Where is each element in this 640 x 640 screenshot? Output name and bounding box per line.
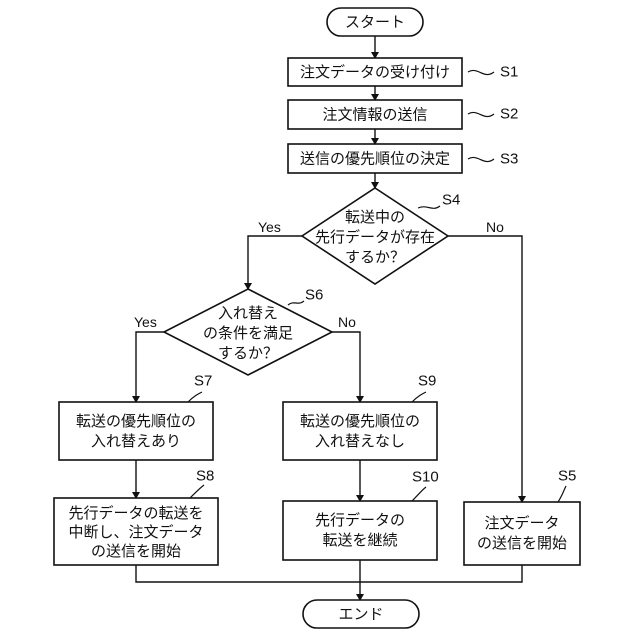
s10-leader xyxy=(412,487,426,501)
s8-line-3: の送信を開始 xyxy=(91,542,181,560)
s4-leader xyxy=(418,206,440,208)
s6-yes-label: Yes xyxy=(134,314,157,330)
s2-leader xyxy=(468,112,494,116)
arrow-s6-yes-s7 xyxy=(136,332,164,402)
s4-yes-label: Yes xyxy=(258,219,281,235)
s7-line-2: 入れ替えあり xyxy=(91,432,181,450)
s7-code: S7 xyxy=(194,373,212,390)
s9-line-1: 転送の優先順位の xyxy=(300,412,420,430)
s8-leader xyxy=(190,485,204,498)
s6-no-label: No xyxy=(338,314,356,330)
s6-leader xyxy=(288,301,304,305)
s8-line-2: 中断し、注文データ xyxy=(68,523,203,541)
s2-label: 注文情報の送信 xyxy=(322,106,427,124)
s1-label: 注文データの受け付け xyxy=(300,63,450,81)
merge-line-s8 xyxy=(136,565,360,582)
s7-box xyxy=(59,402,213,460)
arrow-s6-no-s9 xyxy=(332,332,360,402)
s4-no-label: No xyxy=(486,219,504,235)
s8-code: S8 xyxy=(196,468,214,485)
s3-leader xyxy=(468,157,494,161)
s8-line-1: 先行データの転送を xyxy=(68,504,203,522)
s2-code: S2 xyxy=(500,106,518,123)
s5-line-1: 注文データ xyxy=(484,514,559,532)
s6-line-1: 入れ替え xyxy=(218,304,278,322)
s1-leader xyxy=(468,70,494,74)
s6-line-2: の条件を満足 xyxy=(203,324,293,342)
s5-leader xyxy=(558,486,566,502)
s9-code: S9 xyxy=(418,373,436,390)
s3-label: 送信の優先順位の決定 xyxy=(300,150,450,168)
end-label: エンド xyxy=(338,605,383,623)
s7-leader xyxy=(188,392,202,402)
s4-line-1: 転送中の xyxy=(345,208,405,226)
arrow-s4-yes-s6 xyxy=(248,236,302,289)
s4-line-2: 先行データが存在 xyxy=(315,228,435,246)
s9-line-2: 入れ替えなし xyxy=(315,432,405,450)
s5-code: S5 xyxy=(558,468,576,485)
s6-line-3: するか？ xyxy=(218,344,278,362)
merge-line-s5 xyxy=(360,565,522,582)
s5-line-2: の送信を開始 xyxy=(477,534,567,552)
s10-line-2: 転送を継続 xyxy=(322,531,397,549)
s6-code: S6 xyxy=(305,287,323,304)
arrow-s4-no-s5 xyxy=(448,236,522,502)
s10-line-1: 先行データの xyxy=(315,511,405,529)
start-label: スタート xyxy=(345,13,405,31)
s3-code: S3 xyxy=(500,151,518,168)
s4-line-3: するか？ xyxy=(345,248,405,266)
s10-code: S10 xyxy=(412,469,439,486)
s7-line-1: 転送の優先順位の xyxy=(76,412,196,430)
s4-code: S4 xyxy=(442,192,460,209)
s9-leader xyxy=(412,392,426,402)
s1-code: S1 xyxy=(500,64,518,81)
s9-box xyxy=(283,402,437,460)
